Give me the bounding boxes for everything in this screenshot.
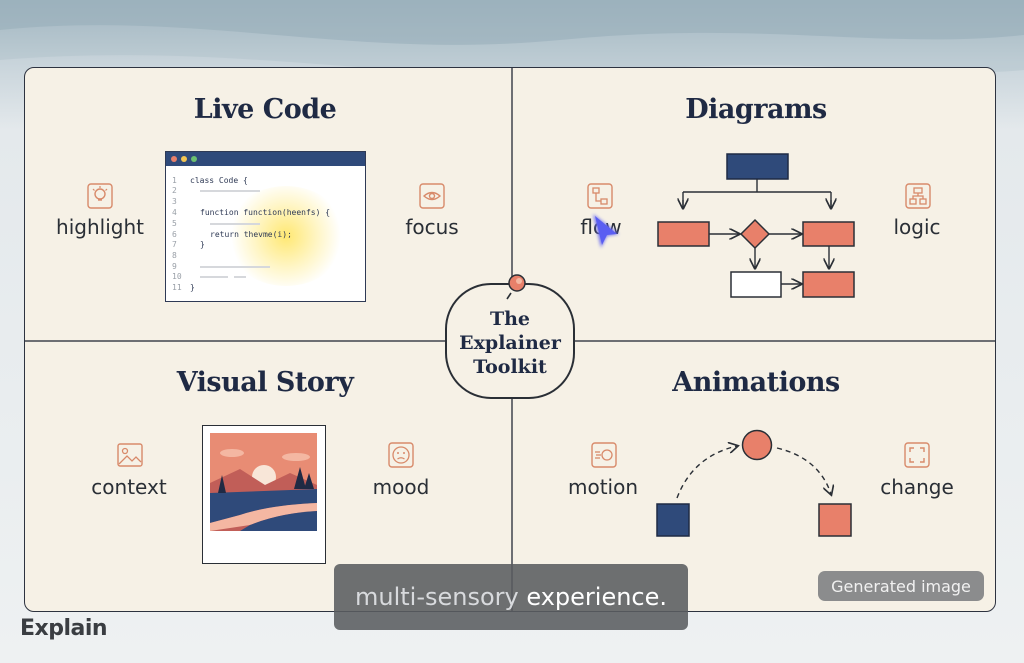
label-change: change bbox=[880, 475, 954, 499]
image-icon bbox=[117, 443, 143, 467]
label-focus: focus bbox=[405, 215, 459, 239]
face-icon bbox=[388, 442, 414, 468]
minimize-dot-icon bbox=[181, 156, 187, 162]
code-area: 1 class Code { 2 3 4 function function(h… bbox=[166, 166, 365, 302]
landscape-illustration bbox=[210, 433, 317, 531]
background-wave bbox=[0, 0, 1024, 75]
editor-titlebar bbox=[166, 152, 365, 166]
hub-title: The Explainer Toolkit bbox=[447, 307, 573, 379]
code-editor-window: 1 class Code { 2 3 4 function function(h… bbox=[165, 151, 366, 302]
maximize-dot-icon bbox=[191, 156, 197, 162]
hub-title-line: The bbox=[489, 308, 531, 330]
highlight-glow bbox=[226, 186, 346, 286]
animation-diagram bbox=[656, 429, 852, 537]
code-placeholder bbox=[200, 266, 270, 268]
line-number: 3 bbox=[172, 197, 177, 206]
motion-icon bbox=[591, 442, 617, 468]
generated-image-badge: Generated image bbox=[818, 571, 984, 601]
brand-logo: Explain bbox=[20, 616, 108, 641]
caption-dim-text: multi-sensory bbox=[354, 583, 519, 611]
code-placeholder bbox=[234, 276, 246, 278]
line-number: 6 bbox=[172, 230, 177, 239]
subtitle-caption: multi-sensory experience. bbox=[334, 564, 688, 630]
label-mood: mood bbox=[372, 475, 430, 499]
code-placeholder bbox=[200, 190, 260, 192]
flowchart-icon bbox=[587, 183, 613, 209]
toolkit-hub-badge: The Explainer Toolkit bbox=[445, 283, 575, 399]
close-dot-icon bbox=[171, 156, 177, 162]
quadrant-title-animations: Animations bbox=[672, 367, 840, 398]
line-number: 2 bbox=[172, 186, 177, 195]
line-number: 8 bbox=[172, 251, 177, 260]
line-number: 1 bbox=[172, 176, 177, 185]
line-number: 4 bbox=[172, 208, 177, 217]
hub-title-line: Toolkit bbox=[473, 356, 547, 378]
resize-icon bbox=[904, 442, 930, 468]
line-number: 11 bbox=[172, 283, 182, 292]
landscape-photo bbox=[202, 425, 326, 564]
code-line: function function(heenfs) { bbox=[200, 208, 331, 217]
quadrant-title-diagrams: Diagrams bbox=[685, 94, 827, 125]
label-highlight: highlight bbox=[56, 215, 144, 239]
flowchart-diagram bbox=[657, 153, 855, 298]
line-number: 9 bbox=[172, 262, 177, 271]
code-placeholder bbox=[200, 276, 228, 278]
explainer-board: Live Code highlight focus 1 class Code {… bbox=[24, 67, 996, 612]
code-line: return thevme(i); bbox=[210, 230, 292, 239]
line-number: 7 bbox=[172, 240, 177, 249]
line-number: 5 bbox=[172, 219, 177, 228]
caption-bright-text: experience. bbox=[526, 583, 668, 611]
label-motion: motion bbox=[567, 475, 639, 499]
line-number: 10 bbox=[172, 272, 182, 281]
code-line: } bbox=[190, 283, 195, 292]
lightbulb-icon bbox=[87, 183, 113, 209]
label-logic: logic bbox=[893, 215, 941, 239]
quadrant-title-visual-story: Visual Story bbox=[176, 367, 354, 398]
code-placeholder bbox=[210, 223, 260, 225]
code-line: } bbox=[200, 240, 205, 249]
code-line: class Code { bbox=[190, 176, 248, 185]
quadrant-title-live-code: Live Code bbox=[193, 94, 337, 125]
hub-title-line: Explainer bbox=[459, 332, 561, 354]
label-context: context bbox=[91, 475, 167, 499]
cursor-icon bbox=[593, 214, 619, 248]
eye-icon bbox=[419, 183, 445, 209]
hierarchy-icon bbox=[905, 183, 931, 209]
pushpin-icon bbox=[506, 274, 526, 300]
